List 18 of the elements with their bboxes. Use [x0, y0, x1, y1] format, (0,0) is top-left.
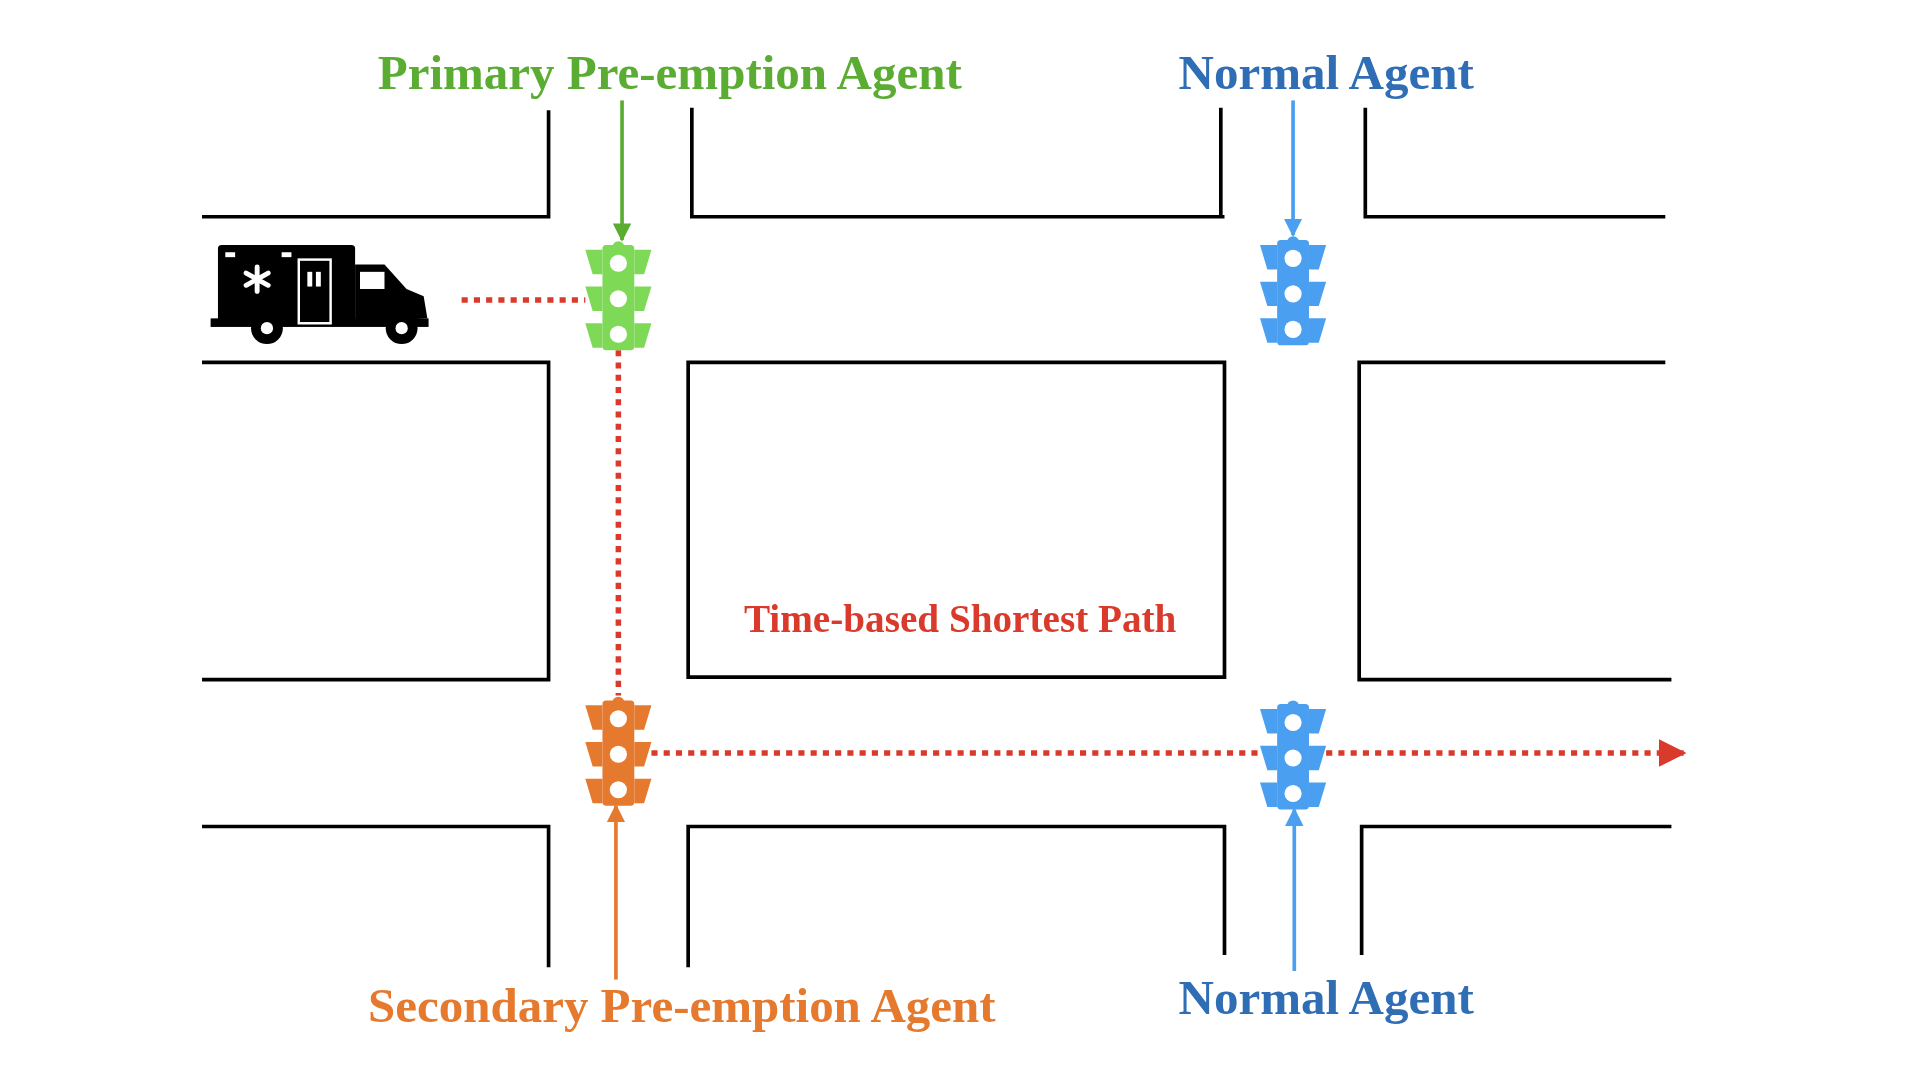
route-line — [615, 350, 622, 696]
agent-title: Normal Agent — [1178, 46, 1474, 101]
arrow — [1283, 100, 1303, 237]
route-line — [461, 297, 586, 303]
traffic-light-icon — [585, 240, 652, 351]
traffic-light-icon — [1260, 235, 1327, 346]
ambulance-icon — [210, 242, 431, 346]
traffic-light-icon — [585, 695, 652, 806]
route-line — [651, 750, 1260, 756]
arrow — [1285, 807, 1304, 971]
path-label: Time-based Shortest Path — [743, 596, 1177, 641]
agent-title: Primary Pre-emption Agent — [377, 46, 962, 101]
agent-title: Normal Agent — [1178, 971, 1474, 1025]
arrow — [612, 100, 632, 242]
traffic-light-icon — [1260, 699, 1327, 810]
agent-title: Secondary Pre-emption Agent — [367, 979, 996, 1034]
arrow — [606, 803, 626, 980]
route-line — [1326, 739, 1687, 767]
